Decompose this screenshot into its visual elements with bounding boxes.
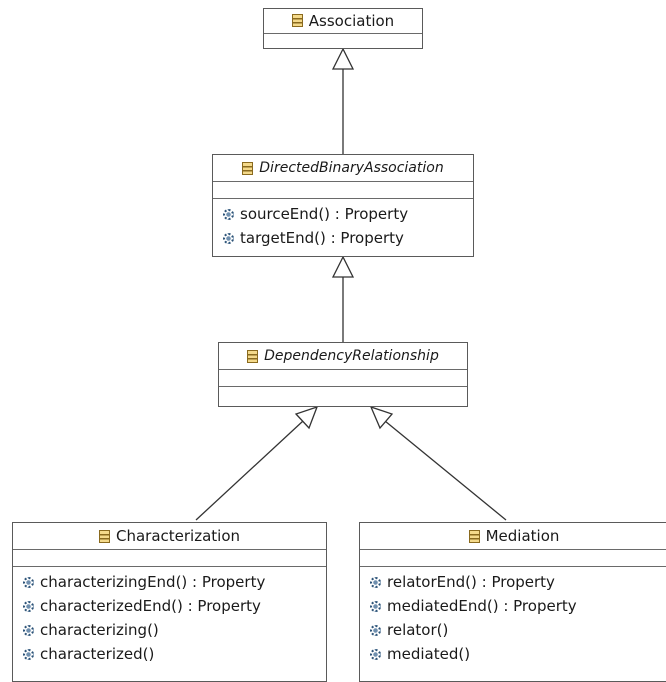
attributes-compartment bbox=[219, 370, 467, 387]
operation-item[interactable]: mediatedEnd() : Property bbox=[370, 594, 666, 618]
generalization-arrowhead bbox=[294, 405, 319, 430]
operation-icon bbox=[370, 648, 381, 660]
class-characterization[interactable]: Characterization characterizingEnd() : P… bbox=[12, 522, 327, 682]
operation-label: mediatedEnd() : Property bbox=[387, 597, 577, 615]
operation-label: relatorEnd() : Property bbox=[387, 573, 555, 591]
operation-item[interactable]: characterized() bbox=[23, 642, 326, 666]
class-name: Association bbox=[308, 11, 395, 30]
class-name: Mediation bbox=[485, 527, 560, 545]
operation-label: mediated() bbox=[387, 645, 471, 663]
operation-icon bbox=[223, 232, 234, 244]
operation-icon bbox=[370, 600, 381, 612]
operation-icon bbox=[23, 600, 34, 612]
operation-label: characterized() bbox=[40, 645, 155, 663]
operation-label: sourceEnd() : Property bbox=[240, 205, 409, 223]
operation-icon bbox=[23, 648, 34, 660]
class-header: Mediation bbox=[360, 523, 666, 550]
attributes-compartment bbox=[213, 182, 473, 199]
class-name: Characterization bbox=[115, 527, 241, 545]
class-mediation[interactable]: Mediation relatorEnd() : Property mediat… bbox=[359, 522, 666, 682]
class-header: DependencyRelationship bbox=[219, 343, 467, 370]
operation-label: characterizedEnd() : Property bbox=[40, 597, 261, 615]
generalization-line bbox=[195, 420, 304, 521]
operations-compartment: relatorEnd() : Property mediatedEnd() : … bbox=[360, 567, 666, 681]
operation-icon bbox=[370, 576, 381, 588]
operation-item[interactable]: relator() bbox=[370, 618, 666, 642]
attributes-compartment bbox=[360, 550, 666, 567]
operations-compartment bbox=[219, 387, 467, 406]
class-header: Association bbox=[264, 9, 422, 34]
attributes-compartment bbox=[13, 550, 326, 567]
class-icon bbox=[247, 349, 259, 363]
operation-icon bbox=[23, 624, 34, 636]
operation-item[interactable]: relatorEnd() : Property bbox=[370, 570, 666, 594]
operation-icon bbox=[223, 208, 234, 220]
class-icon bbox=[98, 529, 110, 543]
generalization-arrowhead bbox=[331, 47, 355, 70]
class-name: DependencyRelationship bbox=[264, 348, 439, 364]
class-association[interactable]: Association bbox=[263, 8, 423, 49]
operation-item[interactable]: sourceEnd() : Property bbox=[223, 202, 473, 226]
operation-item[interactable]: targetEnd() : Property bbox=[223, 226, 473, 250]
operation-item[interactable]: characterizedEnd() : Property bbox=[23, 594, 326, 618]
operation-item[interactable]: characterizingEnd() : Property bbox=[23, 570, 326, 594]
operation-item[interactable]: mediated() bbox=[370, 642, 666, 666]
operation-label: targetEnd() : Property bbox=[240, 229, 404, 247]
class-icon bbox=[242, 161, 254, 175]
operation-label: characterizing() bbox=[40, 621, 159, 639]
operation-label: characterizingEnd() : Property bbox=[40, 573, 266, 591]
class-icon bbox=[468, 529, 480, 543]
generalization-arrowhead bbox=[369, 405, 394, 430]
attributes-compartment bbox=[264, 34, 422, 48]
class-header: DirectedBinaryAssociation bbox=[213, 155, 473, 182]
operation-label: relator() bbox=[387, 621, 449, 639]
operation-icon bbox=[370, 624, 381, 636]
operations-compartment: sourceEnd() : Property targetEnd() : Pro… bbox=[213, 199, 473, 256]
class-directed-binary-association[interactable]: DirectedBinaryAssociation sourceEnd() : … bbox=[212, 154, 474, 257]
class-header: Characterization bbox=[13, 523, 326, 550]
generalization-arrowhead bbox=[331, 255, 355, 278]
class-icon bbox=[291, 14, 303, 28]
generalization-line bbox=[384, 420, 507, 521]
operations-compartment: characterizingEnd() : Property character… bbox=[13, 567, 326, 681]
class-name: DirectedBinaryAssociation bbox=[259, 160, 444, 176]
operation-item[interactable]: characterizing() bbox=[23, 618, 326, 642]
class-dependency-relationship[interactable]: DependencyRelationship bbox=[218, 342, 468, 407]
operation-icon bbox=[23, 576, 34, 588]
